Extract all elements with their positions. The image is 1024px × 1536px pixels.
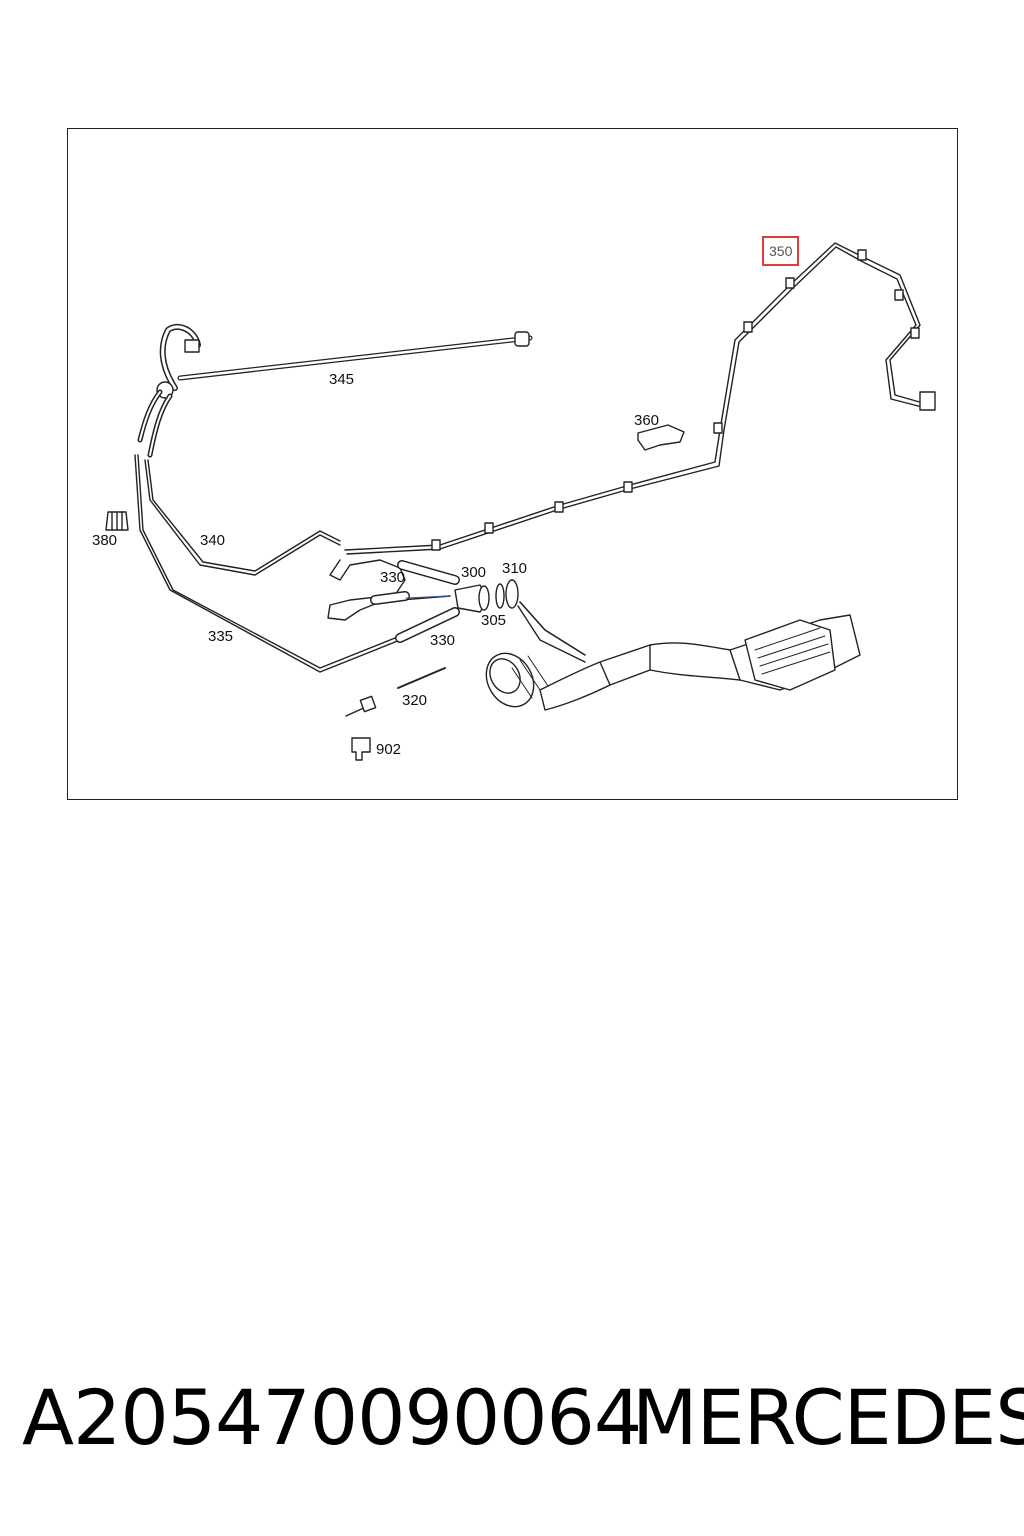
grommet-902 (351, 737, 371, 761)
callout-330-lower: 330 (430, 632, 456, 649)
callout-300: 300 (461, 564, 487, 581)
callout-320: 320 (402, 692, 428, 709)
ring-310 (505, 579, 519, 609)
fuel-line-335 (134, 454, 401, 673)
rod-320 (397, 667, 446, 689)
brand-name: MERCEDES (632, 1373, 1024, 1462)
connector-upper-a (184, 339, 200, 353)
fuel-line-350 (344, 242, 931, 551)
connector-350-end (919, 391, 936, 411)
connector-upper-b (514, 331, 530, 347)
callout-330-upper: 330 (380, 569, 406, 586)
parts-diagram (105, 242, 936, 761)
callout-345: 345 (329, 371, 355, 388)
callout-340: 340 (200, 532, 226, 549)
bracket-360 (637, 424, 685, 451)
callout-902: 902 (376, 741, 402, 758)
callout-335: 335 (208, 628, 234, 645)
part-number: A205470090064 (22, 1373, 642, 1462)
callout-305: 305 (481, 612, 507, 629)
callout-310: 310 (502, 560, 528, 577)
footer: A205470090064 MERCEDES (0, 1372, 1024, 1482)
callout-350[interactable]: 350 (762, 236, 800, 266)
callout-360: 360 (634, 412, 660, 429)
diagram-frame (67, 128, 958, 800)
callout-380: 380 (92, 532, 118, 549)
fuel-line-340 (144, 459, 341, 576)
seal-305 (495, 583, 505, 609)
